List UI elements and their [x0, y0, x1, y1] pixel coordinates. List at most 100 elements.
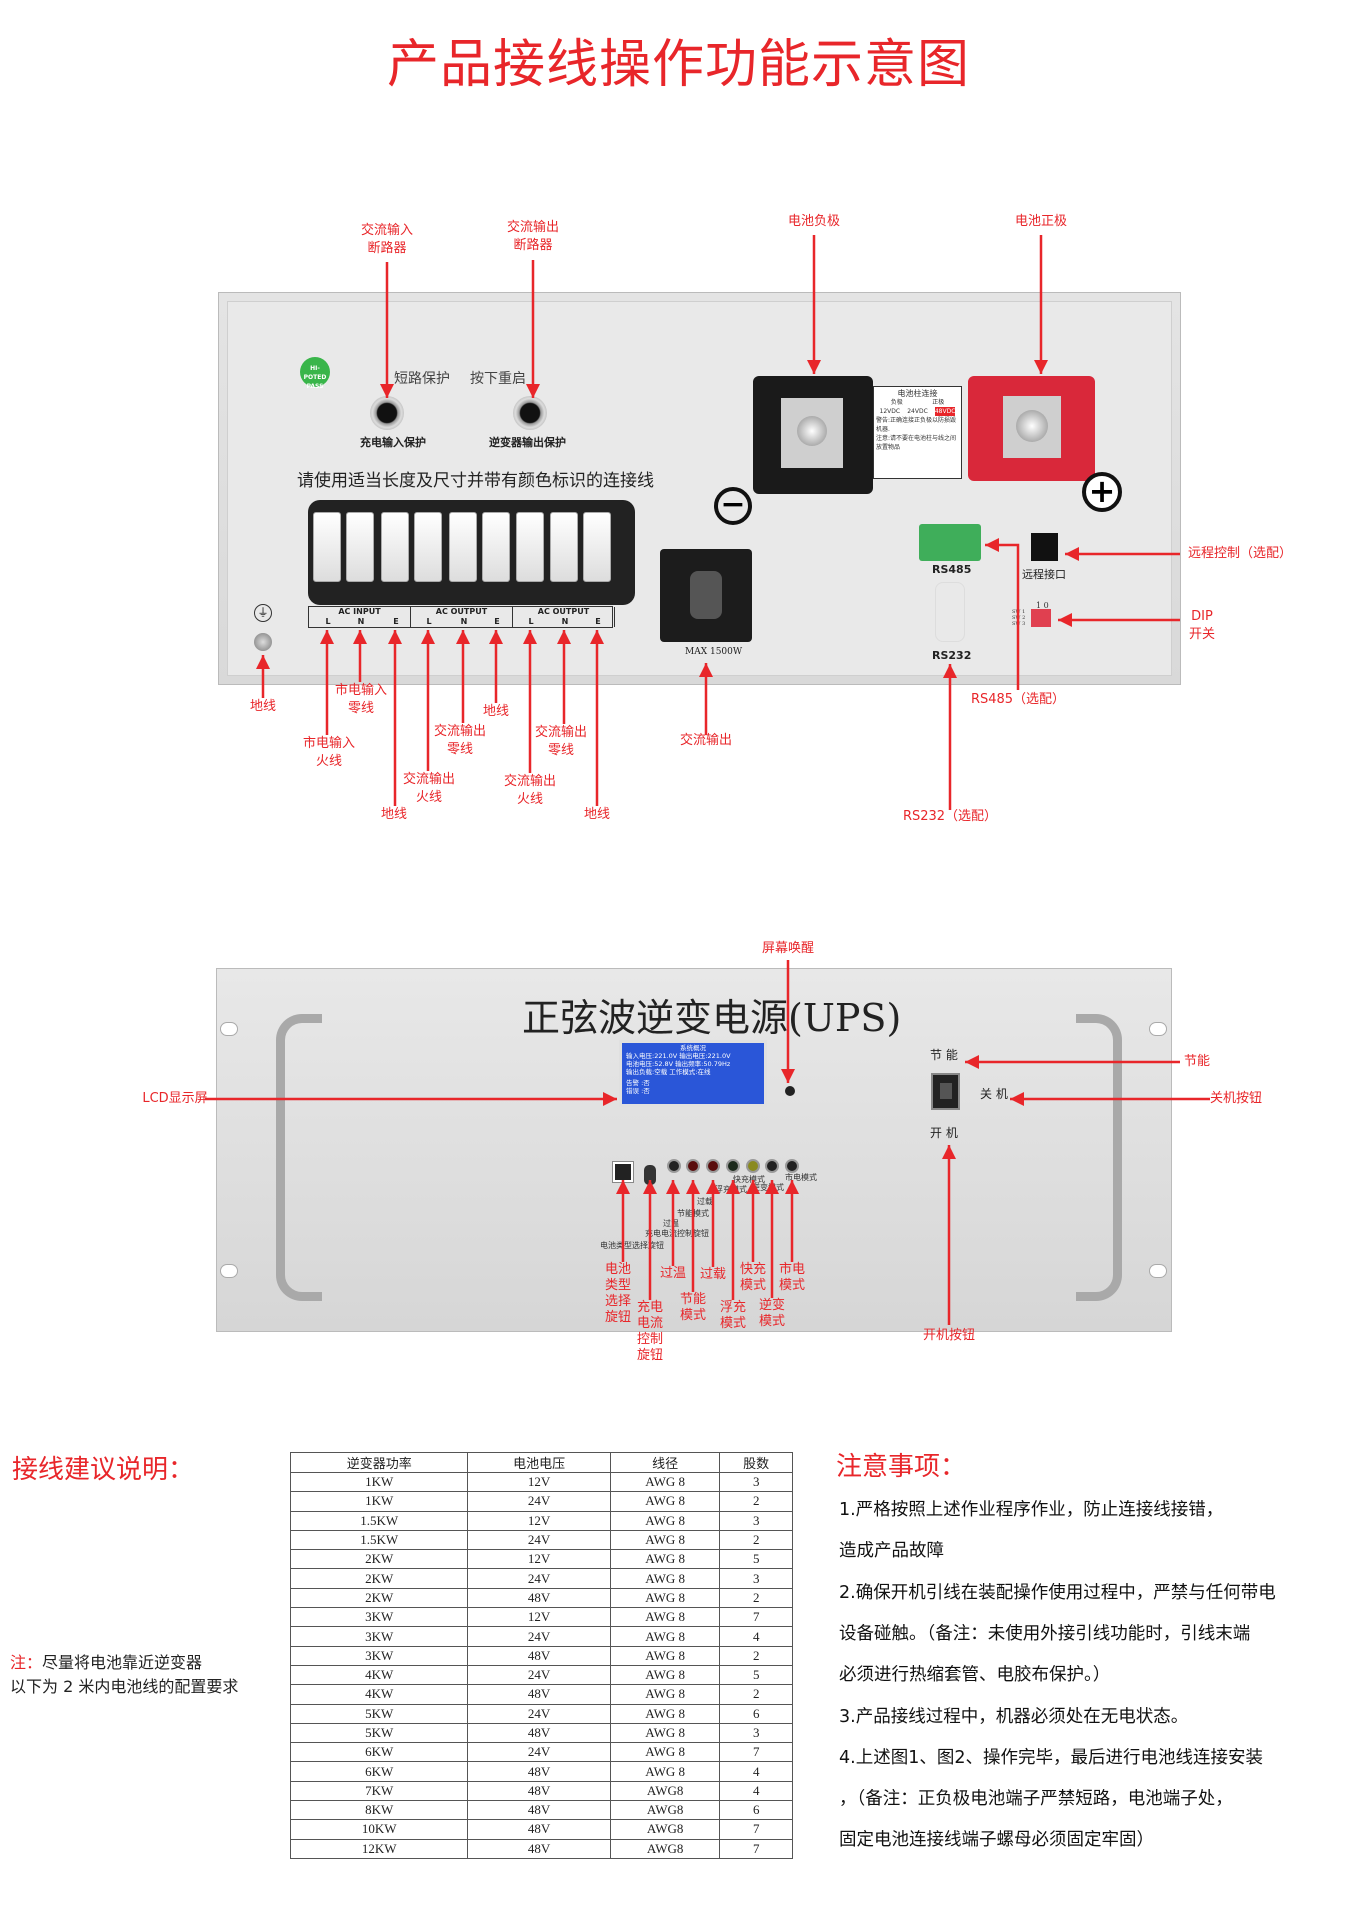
column-header: 线径	[609, 1452, 721, 1473]
panel-small-label: 浮充模式	[715, 1185, 747, 1194]
table-cell: 2	[719, 1491, 793, 1512]
sticker-neg: 负极	[890, 399, 903, 406]
right-handle[interactable]	[1076, 1014, 1122, 1301]
terminal-screw[interactable]	[346, 512, 374, 582]
battery-negative-terminal[interactable]	[753, 376, 873, 494]
lcd-line: 输入电压:221.0V 输出电压:221.0V	[626, 1052, 731, 1060]
table-cell: 5	[719, 1549, 793, 1570]
table-cell: 24V	[467, 1568, 611, 1589]
table-cell: 48V	[467, 1645, 611, 1666]
callout-out-l1: 交流输出火线	[402, 772, 456, 805]
callout-ac-in-breaker: 交流输入断路器	[360, 223, 414, 256]
terminal-screw[interactable]	[516, 512, 544, 582]
charge-current-knob[interactable]	[644, 1165, 656, 1185]
table-cell: AWG 8	[609, 1549, 721, 1570]
inverter-output-breaker-button[interactable]	[513, 396, 547, 430]
table-cell: 1.5KW	[289, 1510, 469, 1531]
terminal-screw[interactable]	[583, 512, 611, 582]
table-cell: 2	[719, 1587, 793, 1609]
table-cell: 2	[719, 1529, 793, 1551]
table-cell: AWG 8	[609, 1510, 721, 1531]
callout-rs485: RS485（选配）	[970, 692, 1066, 707]
table-cell: 12V	[467, 1471, 611, 1493]
battery-type-knob[interactable]	[612, 1161, 634, 1183]
note-line: 造成产品故障	[839, 1541, 944, 1562]
battery-positive-terminal[interactable]	[968, 376, 1095, 481]
ac-pin-label: N	[460, 617, 468, 626]
callout-bat-type: 电池类型选择旋钮	[604, 1262, 632, 1325]
table-cell: AWG 8	[609, 1703, 721, 1724]
table-cell: AWG 8	[609, 1742, 721, 1763]
table-cell: 3KW	[289, 1626, 469, 1647]
panel-small-label: 过温	[663, 1219, 679, 1228]
remote-port-label: 远程接口	[1022, 568, 1066, 581]
table-cell: 48V	[467, 1722, 611, 1744]
terminal-screw[interactable]	[381, 512, 409, 582]
table-cell: 24V	[467, 1742, 611, 1763]
lcd-line: 错误 :否	[626, 1087, 650, 1095]
ground-icon: ⏚	[254, 604, 272, 622]
minus-icon: −	[714, 487, 752, 525]
callout-ground: 地线	[380, 807, 408, 822]
outlet-label: MAX 1500W	[685, 647, 743, 657]
remote-port[interactable]	[1031, 533, 1058, 561]
left-handle[interactable]	[276, 1014, 322, 1301]
lcd-line: 告警 :否	[626, 1079, 650, 1087]
note-line: 设备碰触。（备注：未使用外接引线功能时，引线末端	[839, 1623, 1251, 1644]
terminal-screw[interactable]	[449, 512, 477, 582]
table-cell: 48V	[467, 1838, 611, 1859]
table-cell: 3	[719, 1568, 793, 1589]
table-cell: AWG 8	[609, 1761, 721, 1782]
panel-small-label: 节能模式	[677, 1209, 709, 1218]
note-line: 必须进行热缩套管、电胶布保护。）	[839, 1665, 1111, 1686]
table-cell: 5KW	[289, 1722, 469, 1744]
table-cell: 2KW	[289, 1568, 469, 1589]
table-cell: AWG8	[609, 1819, 721, 1840]
ac-outlet[interactable]	[660, 549, 752, 642]
callout-off: 关机按钮	[1209, 1091, 1263, 1106]
table-cell: 10KW	[289, 1819, 469, 1840]
callout-eco: 节能	[1183, 1054, 1211, 1069]
ac-pin-label: N	[561, 617, 569, 626]
indicator-led	[686, 1159, 700, 1173]
wake-button[interactable]	[785, 1086, 795, 1096]
table-cell: 6	[719, 1800, 793, 1821]
terminal-screw[interactable]	[482, 512, 510, 582]
rs232-port[interactable]	[935, 582, 965, 642]
power-switch[interactable]	[931, 1073, 960, 1110]
inverter-output-label: 逆变器输出保护	[489, 436, 566, 449]
table-cell: 3KW	[289, 1645, 469, 1666]
note-line: 1.严格按照上述作业程序作业，防止连接线接错，	[839, 1500, 1224, 1520]
charge-input-breaker-button[interactable]	[370, 396, 404, 430]
indicator-led	[765, 1159, 779, 1173]
table-cell: AWG8	[609, 1800, 721, 1821]
table-cell: AWG 8	[609, 1626, 721, 1647]
ac-pin-label: L	[426, 617, 432, 626]
callout-ground: 地线	[583, 807, 611, 822]
terminal-screw[interactable]	[414, 512, 442, 582]
dip-switch[interactable]	[1031, 609, 1051, 627]
table-cell: 5	[719, 1664, 793, 1686]
eco-label: 节 能	[930, 1048, 958, 1062]
rs485-port[interactable]	[919, 524, 981, 561]
terminal-screw[interactable]	[550, 512, 578, 582]
wiring-heading: 接线建议说明：	[12, 1455, 195, 1485]
callout-float: 浮充模式	[719, 1300, 747, 1331]
dip-header: 1 0	[1036, 601, 1049, 610]
table-cell: 5KW	[289, 1703, 469, 1724]
terminal-screw[interactable]	[313, 512, 341, 582]
table-cell: AWG 8	[609, 1664, 721, 1686]
callout-out-n1: 交流输出零线	[433, 724, 487, 757]
press-restart-text: 按下重启	[470, 371, 526, 387]
charge-input-label: 充电输入保护	[360, 436, 426, 449]
callout-ground: 地线	[249, 699, 277, 714]
note-line: ，（备注：正负极电池端子严禁短路，电池端子处，	[839, 1789, 1233, 1810]
column-header: 股数	[719, 1452, 793, 1473]
